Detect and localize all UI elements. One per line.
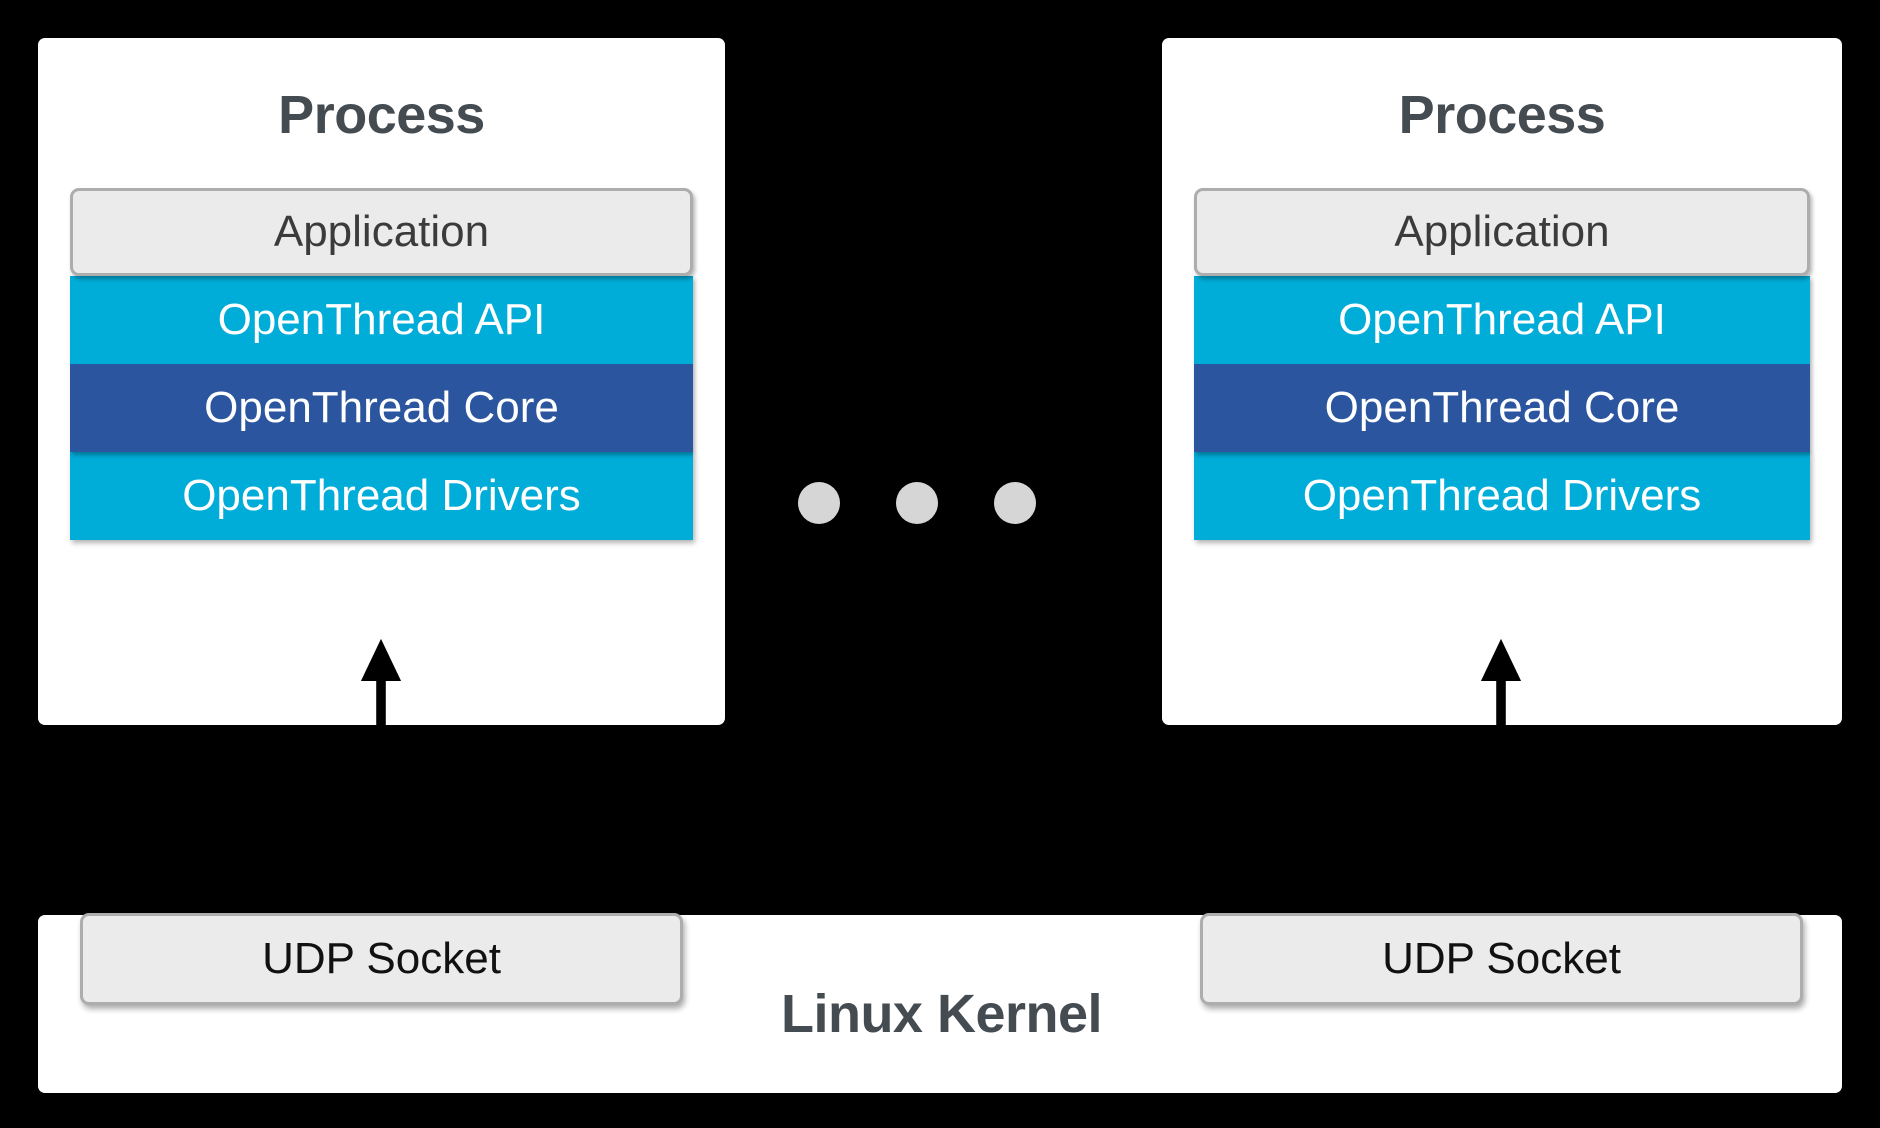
udp-socket-left[interactable]: UDP Socket <box>80 913 683 1005</box>
layer-label: OpenThread API <box>217 295 546 344</box>
udp-socket-label: UDP Socket <box>262 934 501 983</box>
layer-label: OpenThread API <box>1338 295 1666 344</box>
layer-label: OpenThread Core <box>1324 383 1680 432</box>
layer-label: OpenThread Drivers <box>1302 471 1702 520</box>
ellipsis-dot <box>994 482 1036 524</box>
layer-label: Application <box>1394 207 1610 256</box>
layer-openthread-core-left[interactable]: OpenThread Core <box>70 364 693 452</box>
kernel-title: Linux Kernel <box>780 984 1103 1044</box>
layer-openthread-api-left[interactable]: OpenThread API <box>70 276 693 364</box>
process-title-right: Process <box>1398 85 1606 145</box>
process-box-right: Process Application OpenThread API OpenT… <box>1162 38 1842 725</box>
process-box-left: Process Application OpenThread API OpenT… <box>38 38 725 725</box>
ellipsis-dot <box>896 482 938 524</box>
layer-stack-left: Application OpenThread API OpenThread Co… <box>70 188 693 540</box>
layer-label: OpenThread Core <box>204 383 559 432</box>
layer-stack-right: Application OpenThread API OpenThread Co… <box>1194 188 1810 540</box>
layer-label: Application <box>273 207 490 256</box>
ellipsis-dot <box>798 482 840 524</box>
udp-socket-label: UDP Socket <box>1382 934 1621 983</box>
process-title-left: Process <box>278 85 485 145</box>
layer-openthread-api-right[interactable]: OpenThread API <box>1194 276 1810 364</box>
layer-openthread-core-right[interactable]: OpenThread Core <box>1194 364 1810 452</box>
uplink-arrow-right <box>1480 638 1522 725</box>
uplink-arrow-left <box>360 638 402 725</box>
layer-application-left[interactable]: Application <box>70 188 693 276</box>
layer-application-right[interactable]: Application <box>1194 188 1810 276</box>
ellipsis-dots <box>798 482 1036 524</box>
udp-socket-right[interactable]: UDP Socket <box>1200 913 1803 1005</box>
layer-openthread-drivers-left[interactable]: OpenThread Drivers <box>70 452 693 540</box>
layer-label: OpenThread Drivers <box>182 471 581 520</box>
layer-openthread-drivers-right[interactable]: OpenThread Drivers <box>1194 452 1810 540</box>
